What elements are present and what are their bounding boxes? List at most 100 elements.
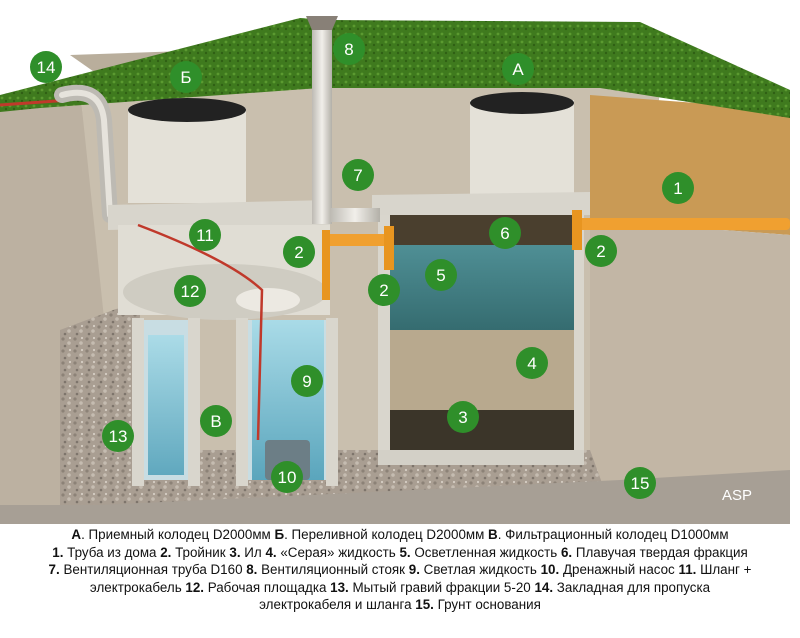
svg-text:2: 2 (596, 242, 605, 261)
septic-system-illustration: 14 Б 8 A 1 7 6 11 2 2 5 12 2 9 4 13 B 3 … (0, 16, 790, 524)
pipes (322, 210, 790, 300)
marker-2-right: 2 (585, 235, 617, 267)
marker-v-filtration: B (200, 405, 232, 437)
overflow-well-neck (128, 108, 246, 203)
embedded-sleeve-highlight (59, 89, 113, 218)
clarified-liquid (390, 245, 574, 330)
marker-13: 13 (102, 420, 134, 452)
tee-mid (384, 226, 394, 270)
marker-2-mid: 2 (368, 274, 400, 306)
svg-text:7: 7 (353, 166, 362, 185)
caption-text: Рабочая площадка (204, 579, 331, 595)
svg-text:6: 6 (500, 224, 509, 243)
marker-11: 11 (189, 219, 221, 251)
caption-key: 11. (678, 562, 697, 578)
caption-line: А. Приемный колодец D2000мм Б. Переливно… (0, 526, 800, 544)
caption-key: 4. (265, 544, 277, 560)
caption-key: 14. (534, 579, 554, 595)
svg-text:5: 5 (436, 266, 445, 285)
marker-15: 15 (624, 467, 656, 499)
grass-right (320, 20, 790, 118)
caption-key: 5. (399, 544, 411, 560)
svg-text:1: 1 (673, 179, 682, 198)
caption-text: электрокабель (89, 579, 186, 595)
caption-text: Ил (240, 544, 266, 560)
caption-text: Вентиляционная труба D160 (59, 562, 247, 578)
caption-text: Тройник (171, 544, 230, 560)
caption-text: Грунт основания (433, 597, 541, 613)
receiving-well-slab (372, 192, 590, 218)
marker-12: 12 (174, 275, 206, 307)
tee-left (322, 230, 330, 300)
caption-key: В (488, 527, 498, 542)
caption-key: 13. (330, 579, 349, 595)
caption-text: Закладная для пропуска (553, 579, 711, 595)
overflow-pipe (330, 234, 390, 246)
overflow-well-neck-opening (128, 98, 246, 122)
caption-text: . Фильтрационный колодец D1000мм (497, 527, 729, 542)
caption-text: . Переливной колодец D2000мм (284, 527, 489, 542)
filtration-well-wall-right (236, 318, 248, 486)
caption-text: Светлая жидкость (419, 562, 541, 578)
sand-layer (590, 95, 790, 235)
svg-text:4: 4 (527, 354, 536, 373)
hose-cable (137, 223, 264, 441)
caption-text: электрокабеля и шланга (259, 597, 416, 613)
filtration-left-water (148, 335, 184, 475)
caption-line: электрокабеля и шланга 15. Грунт основан… (0, 596, 800, 614)
caption-key: 3. (229, 544, 241, 560)
svg-text:10: 10 (278, 468, 297, 487)
svg-text:13: 13 (109, 427, 128, 446)
caption-line: электрокабель 12. Рабочая площадка 13. М… (0, 579, 800, 597)
caption-text: Осветленная жидкость (410, 544, 561, 560)
watermark: ASP (722, 487, 752, 504)
floating-solid-fraction (390, 215, 574, 245)
gravel-bed (60, 300, 140, 520)
caption-text: Плавучая твердая фракция (572, 544, 748, 560)
marker-9: 9 (291, 365, 323, 397)
caption-line: 7. Вентиляционная труба D160 8. Вентиляц… (0, 561, 800, 579)
marker-b-overflow: Б (170, 61, 202, 93)
svg-text:B: B (210, 412, 221, 431)
svg-text:Б: Б (180, 68, 191, 87)
marker-5: 5 (425, 259, 457, 291)
caption-text: Труба из дома (63, 544, 161, 560)
svg-text:12: 12 (181, 282, 200, 301)
caption-key: 2. (160, 544, 172, 560)
marker-4: 4 (516, 347, 548, 379)
marker-8: 8 (333, 33, 365, 65)
svg-text:15: 15 (631, 474, 650, 493)
receiving-well-neck (470, 100, 574, 200)
tee-right (572, 210, 582, 250)
work-platform (123, 264, 327, 320)
caption-text: Дренажный насос (559, 562, 679, 578)
platform-hole (236, 288, 300, 312)
receiving-well-bottom (378, 450, 584, 465)
caption-text: Вентиляционный стояк (257, 562, 409, 578)
marker-a: A (502, 53, 534, 85)
markers: 14 Б 8 A 1 7 6 11 2 2 5 12 2 9 4 13 B 3 … (30, 33, 694, 499)
marker-3: 3 (447, 401, 479, 433)
caption-text: . Приемный колодец D2000мм (81, 527, 275, 542)
overflow-well-slab (108, 200, 330, 230)
svg-text:A: A (512, 60, 524, 79)
house-pipe (578, 218, 790, 230)
caption-line: 1. Труба из дома 2. Тройник 3. Ил 4. «Се… (0, 544, 800, 562)
caption-text: Шланг + (696, 562, 752, 578)
svg-text:3: 3 (458, 408, 467, 427)
svg-text:2: 2 (294, 243, 303, 262)
svg-text:9: 9 (302, 372, 311, 391)
filtration-well-wall-far (326, 318, 338, 486)
marker-7: 7 (342, 159, 374, 191)
marker-1: 1 (662, 172, 694, 204)
vent-riser (306, 16, 338, 224)
caption-text: Мытый гравий фракции 5-20 (348, 579, 535, 595)
vent-riser-pipe (312, 24, 332, 224)
caption-key: 10. (540, 562, 560, 578)
caption-key: 8. (246, 562, 258, 578)
marker-14: 14 (30, 51, 62, 83)
caption-key: 15. (415, 597, 434, 613)
caption-key: Б (274, 527, 285, 542)
marker-2-left: 2 (283, 236, 315, 268)
